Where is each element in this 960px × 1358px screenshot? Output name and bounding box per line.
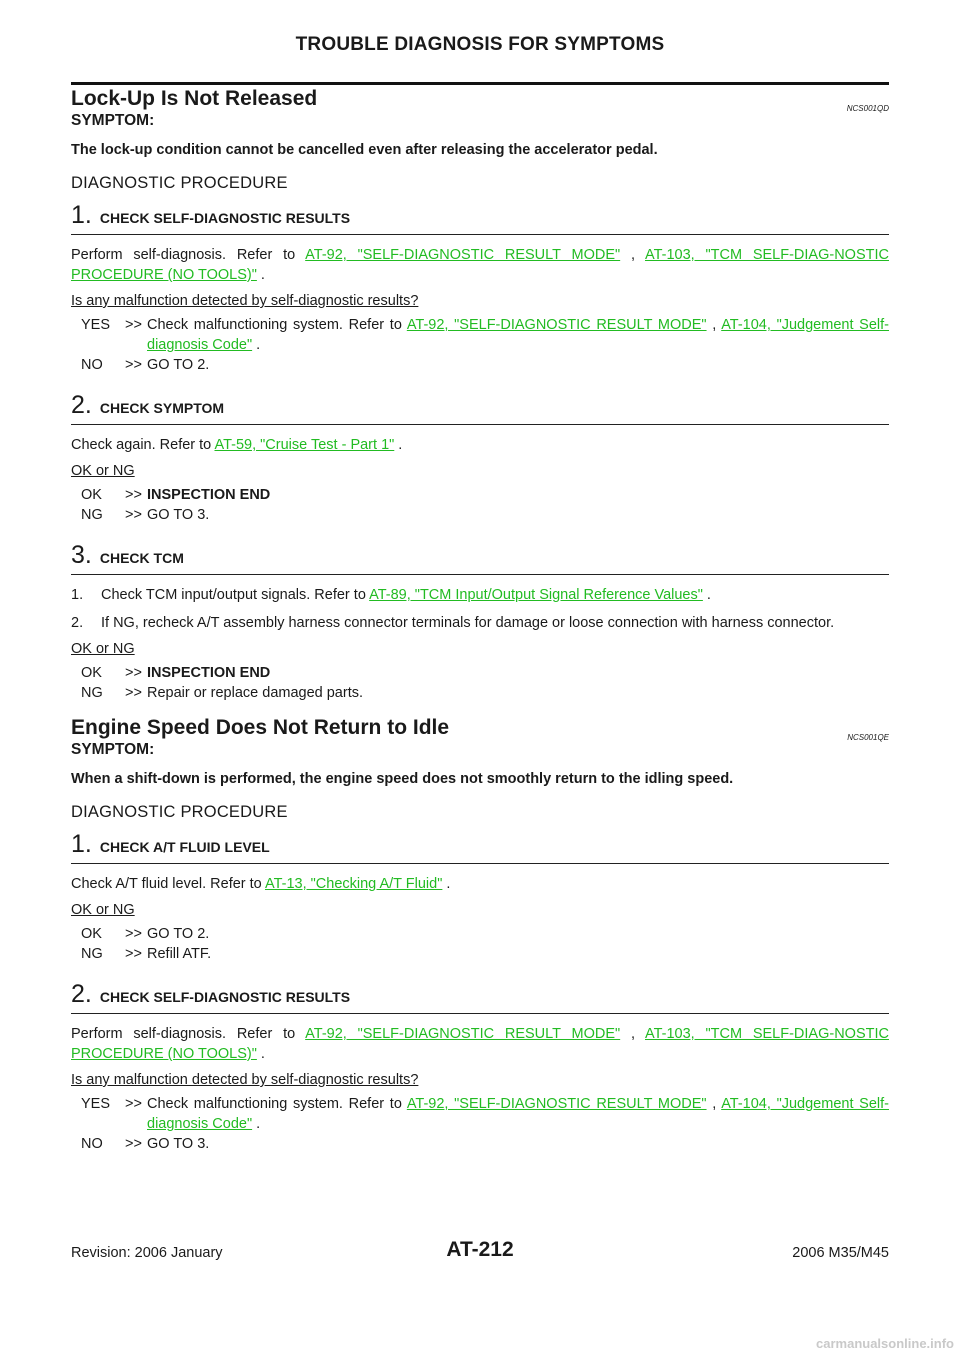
reference-link[interactable]: AT-103, "TCM SELF-DIAG-NOSTIC PROCEDURE … bbox=[71, 247, 889, 283]
step-header: 1. CHECK SELF-DIAGNOSTIC RESULTS bbox=[71, 201, 889, 235]
section-code: NCS001QD bbox=[846, 104, 889, 113]
step-number: 1 bbox=[71, 830, 85, 858]
content-flow: Lock-Up Is Not Released NCS001QD SYMPTOM… bbox=[71, 86, 889, 1154]
footer-model: 2006 M35/M45 bbox=[792, 1245, 889, 1261]
step-title: CHECK SELF-DIAGNOSTIC RESULTS bbox=[99, 210, 351, 226]
decision-question: OK or NG bbox=[71, 902, 135, 918]
diagnostic-procedure-heading: DIAGNOSTIC PROCEDURE bbox=[71, 174, 288, 192]
answer-row: YES >> Check malfunctioning system. Refe… bbox=[81, 317, 889, 353]
step-number: 3 bbox=[71, 541, 85, 569]
footer-page-code: AT-212 bbox=[446, 1238, 514, 1261]
answer-row: NG >> GO TO 3. bbox=[81, 507, 210, 523]
reference-link[interactable]: AT-104, "Judgement Self-diagnosis Code" bbox=[147, 317, 889, 353]
reference-link[interactable]: AT-92, "SELF-DIAGNOSTIC RESULT MODE" bbox=[305, 1026, 621, 1042]
step-number: 2 bbox=[71, 391, 85, 419]
step-instruction: Check again. Refer to AT-59, "Cruise Tes… bbox=[71, 437, 403, 453]
step-number: 2 bbox=[71, 980, 85, 1008]
answer-row: NO >> GO TO 2. bbox=[81, 357, 210, 373]
step-instruction: Check A/T fluid level. Refer to AT-13, "… bbox=[71, 876, 451, 892]
answer-row: NG >> Refill ATF. bbox=[81, 946, 212, 962]
numbered-item: 1. Check TCM input/output signals. Refer… bbox=[71, 587, 711, 603]
footer-revision: Revision: 2006 January bbox=[71, 1245, 223, 1261]
step-number: 1 bbox=[71, 201, 85, 229]
decision-question: Is any malfunction detected by self-diag… bbox=[71, 293, 419, 309]
reference-link[interactable]: AT-89, "TCM Input/Output Signal Referenc… bbox=[369, 587, 703, 603]
section-code: NCS001QE bbox=[847, 733, 889, 742]
reference-link[interactable]: AT-92, "SELF-DIAGNOSTIC RESULT MODE" bbox=[406, 317, 707, 333]
decision-question: Is any malfunction detected by self-diag… bbox=[71, 1072, 419, 1088]
symptom-heading: SYMPTOM: bbox=[71, 112, 155, 129]
reference-link[interactable]: AT-92, "SELF-DIAGNOSTIC RESULT MODE" bbox=[406, 1096, 707, 1112]
section-title-text: Lock-Up Is Not Released bbox=[71, 87, 318, 110]
reference-link[interactable]: AT-104, "Judgement Self-diagnosis Code" bbox=[147, 1096, 889, 1132]
reference-link[interactable]: AT-13, "Checking A/T Fluid" bbox=[264, 876, 443, 892]
numbered-item: 2. If NG, recheck A/T assembly harness c… bbox=[71, 615, 835, 631]
diagnostic-procedure-heading: DIAGNOSTIC PROCEDURE bbox=[71, 803, 288, 821]
reference-link[interactable]: AT-59, "Cruise Test - Part 1" bbox=[214, 437, 395, 453]
step-title: CHECK TCM bbox=[99, 550, 184, 566]
answer-row: YES >> Check malfunctioning system. Refe… bbox=[81, 1096, 889, 1132]
symptom-text: When a shift-down is performed, the engi… bbox=[71, 771, 734, 787]
watermark: carmanualsonline.info bbox=[816, 1336, 954, 1351]
step-header: 2. CHECK SYMPTOM bbox=[71, 391, 889, 425]
reference-link[interactable]: AT-92, "SELF-DIAGNOSTIC RESULT MODE" bbox=[305, 247, 621, 263]
answer-row: OK >> GO TO 2. bbox=[81, 926, 210, 942]
answer-row: NO >> GO TO 3. bbox=[81, 1136, 210, 1152]
page-header-title: TROUBLE DIAGNOSIS FOR SYMPTOMS bbox=[295, 34, 665, 55]
step-header: 2. CHECK SELF-DIAGNOSTIC RESULTS bbox=[71, 980, 889, 1014]
section-title-engine-speed: Engine Speed Does Not Return to Idle NCS… bbox=[71, 715, 889, 742]
step-title: CHECK A/T FLUID LEVEL bbox=[99, 839, 270, 855]
answer-row: OK >> INSPECTION END bbox=[81, 665, 271, 681]
answer-row: NG >> Repair or replace damaged parts. bbox=[81, 685, 364, 701]
section-title-lockup: Lock-Up Is Not Released NCS001QD bbox=[71, 86, 889, 113]
decision-question: OK or NG bbox=[71, 641, 135, 657]
step-title: CHECK SYMPTOM bbox=[99, 400, 225, 416]
header-rule bbox=[71, 82, 889, 85]
symptom-text: The lock-up condition cannot be cancelle… bbox=[71, 142, 658, 158]
step-title: CHECK SELF-DIAGNOSTIC RESULTS bbox=[99, 989, 351, 1005]
symptom-heading: SYMPTOM: bbox=[71, 741, 155, 758]
step-header: 3. CHECK TCM bbox=[71, 541, 889, 575]
reference-link[interactable]: AT-103, "TCM SELF-DIAG-NOSTIC PROCEDURE … bbox=[71, 1026, 889, 1062]
manual-page: TROUBLE DIAGNOSIS FOR SYMPTOMS Lock-Up I… bbox=[71, 0, 889, 1358]
answer-row: OK >> INSPECTION END bbox=[81, 487, 271, 503]
step-instruction: Perform self-diagnosis. Refer to AT-92, … bbox=[71, 247, 889, 283]
decision-question: OK or NG bbox=[71, 463, 135, 479]
step-instruction: Perform self-diagnosis. Refer to AT-92, … bbox=[71, 1026, 889, 1062]
step-header: 1. CHECK A/T FLUID LEVEL bbox=[71, 830, 889, 864]
section-title-text: Engine Speed Does Not Return to Idle bbox=[71, 716, 450, 739]
